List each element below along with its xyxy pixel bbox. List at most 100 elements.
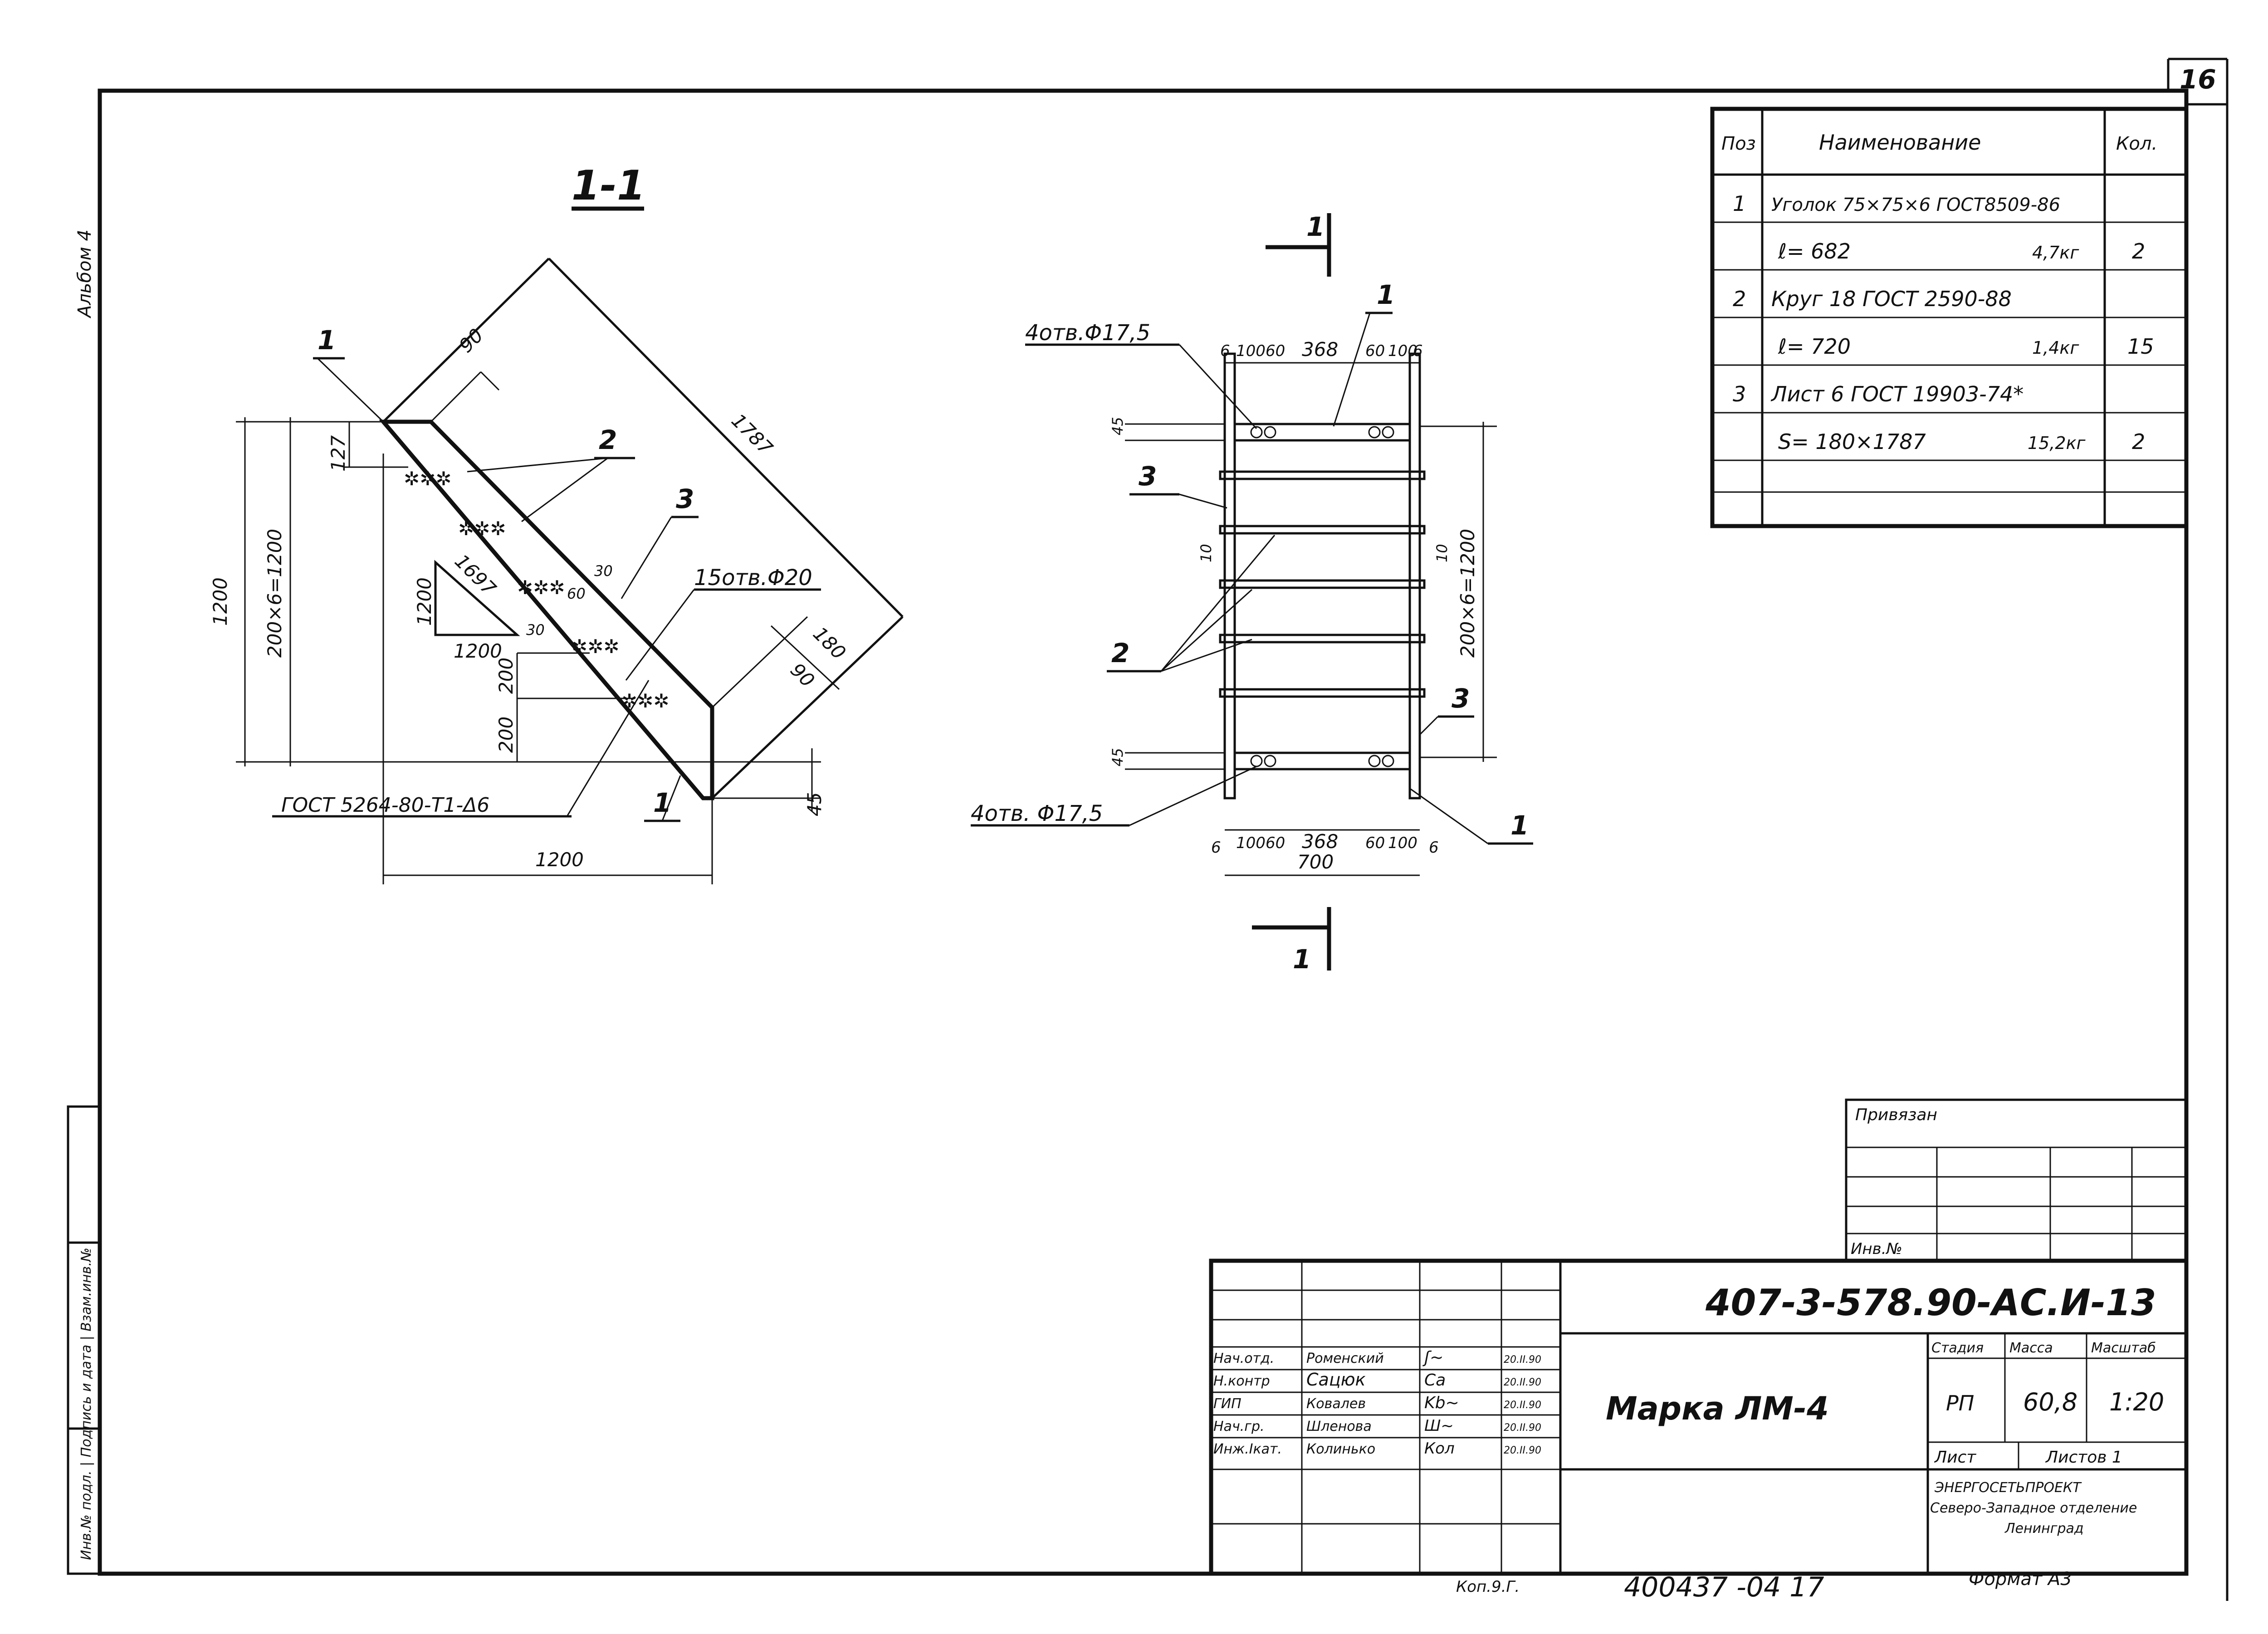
svg-text:✲✲✲: ✲✲✲ (458, 517, 506, 540)
sheet-number: 16 (2180, 64, 2216, 95)
svg-text:2: 2 (1111, 638, 1129, 668)
spec-table: Поз Наименование Кол. 1 Уголок 75×75×6 Г… (1710, 107, 2189, 528)
svg-text:400437 -04 17: 400437 -04 17 (1624, 1571, 1824, 1603)
svg-text:10: 10 (1198, 544, 1215, 562)
left-strip-text: Инв.№ подл. | Подпись и дата | Взам.инв.… (78, 1248, 94, 1560)
svg-text:200: 200 (495, 717, 517, 753)
album-label: Альбом 4 (74, 229, 95, 319)
svg-text:30: 30 (526, 621, 545, 639)
svg-text:3: 3 (1452, 683, 1470, 714)
svg-text:60: 60 (1266, 342, 1285, 360)
svg-text:1: 1 (1293, 944, 1311, 975)
footer: Коп.9.Г. 400437 -04 17 Формат А3 (1456, 1569, 2072, 1603)
svg-text:РП: РП (1946, 1391, 1974, 1415)
rungs (1219, 470, 1426, 698)
svg-text:Масштаб: Масштаб (2091, 1340, 2156, 1356)
holes-top-note: 4отв.Φ17,5 (1025, 320, 1150, 346)
svg-text:6: 6 (1220, 342, 1230, 360)
svg-text:Инж.Iкат.: Инж.Iкат. (1213, 1441, 1282, 1457)
svg-text:Коп.9.Г.: Коп.9.Г. (1456, 1578, 1520, 1596)
svg-text:3: 3 (1139, 461, 1157, 492)
svg-text:60: 60 (1266, 834, 1285, 852)
svg-text:1200: 1200 (535, 849, 584, 871)
svg-text:ℓ= 720: ℓ= 720 (1778, 334, 1851, 359)
left-stringer (1223, 352, 1236, 800)
svg-text:15,2кг: 15,2кг (2028, 433, 2086, 453)
svg-text:Северо-Западное отделение: Северо-Западное отделение (1930, 1500, 2137, 1516)
svg-text:45: 45 (803, 792, 826, 816)
svg-text:1200: 1200 (413, 577, 435, 626)
svg-text:20.II.90: 20.II.90 (1504, 1377, 1541, 1388)
svg-text:Ca: Ca (1424, 1371, 1446, 1390)
svg-text:90: 90 (786, 658, 819, 691)
pos-3: 3 (676, 483, 694, 514)
svg-text:10: 10 (1433, 544, 1451, 562)
pos-2: 2 (599, 424, 617, 455)
svg-text:20.II.90: 20.II.90 (1504, 1354, 1541, 1366)
mark-title: Марка ЛМ-4 (1606, 1390, 1829, 1427)
right-stringer (1408, 352, 1421, 800)
svg-text:Круг 18 ГОСТ 2590-88: Круг 18 ГОСТ 2590-88 (1771, 287, 2012, 311)
svg-text:Листов 1: Листов 1 (2045, 1448, 2122, 1467)
svg-text:2: 2 (2132, 429, 2145, 454)
sheet-frame: 16 (98, 58, 2229, 1601)
svg-text:1: 1 (1306, 211, 1325, 242)
svg-text:Формат А3: Формат А3 (1969, 1569, 2072, 1590)
svg-text:Уголок 75×75×6 ГОСТ8509-86: Уголок 75×75×6 ГОСТ8509-86 (1771, 195, 2060, 215)
svg-text:3: 3 (1733, 382, 1746, 406)
svg-text:1: 1 (1377, 279, 1395, 310)
svg-text:6: 6 (1211, 839, 1221, 857)
spec-header-qty: Кол. (2116, 133, 2157, 154)
svg-text:20.II.90: 20.II.90 (1504, 1445, 1541, 1456)
svg-text:Шленова: Шленова (1306, 1419, 1372, 1434)
svg-text:Кол: Кол (1424, 1439, 1455, 1458)
svg-text:1787: 1787 (727, 409, 777, 459)
section-1-1: 1-1 90 1787 ✲✲✲ ✲✲✲ ✲✲✲ ✲✲✲ ✲✲✲ 127 1200… (209, 162, 904, 884)
svg-text:1200: 1200 (454, 640, 502, 662)
svg-text:30: 30 (594, 562, 613, 580)
svg-text:Стадия: Стадия (1931, 1340, 1984, 1356)
svg-text:Масса: Масса (2009, 1340, 2053, 1356)
svg-text:2: 2 (1733, 287, 1746, 311)
svg-text:1: 1 (1510, 810, 1529, 841)
svg-text:✲✲✲: ✲✲✲ (517, 576, 565, 599)
front-view: 1 1 6 100 60 368 60 100 6 (971, 211, 1533, 975)
svg-text:ℓ= 682: ℓ= 682 (1778, 239, 1851, 263)
svg-text:45: 45 (1109, 417, 1126, 435)
svg-text:1:20: 1:20 (2109, 1388, 2164, 1416)
svg-text:ʃ~: ʃ~ (1422, 1348, 1443, 1367)
svg-text:700: 700 (1297, 851, 1334, 873)
drawing-code: 407-3-578.90-АС.И-13 (1705, 1282, 2156, 1324)
title-block: Нач.отд. Роменский ʃ~ 20.II.90 Н.контр С… (1209, 1258, 2189, 1576)
svg-text:Лист 6 ГОСТ 19903-74*: Лист 6 ГОСТ 19903-74* (1770, 382, 2024, 406)
svg-text:Нач.гр.: Нач.гр. (1213, 1419, 1265, 1434)
svg-text:Роменский: Роменский (1306, 1351, 1384, 1366)
svg-text:20.II.90: 20.II.90 (1504, 1422, 1541, 1434)
svg-text:2: 2 (2132, 239, 2145, 263)
svg-text:Лист: Лист (1934, 1448, 1976, 1467)
pos-1-bottom: 1 (653, 787, 671, 818)
svg-text:100: 100 (1388, 834, 1418, 852)
svg-text:368: 368 (1302, 830, 1338, 853)
rung-holes: ✲✲✲ ✲✲✲ ✲✲✲ ✲✲✲ ✲✲✲ (404, 468, 670, 712)
svg-text:127: 127 (327, 435, 349, 472)
svg-text:60,8: 60,8 (2023, 1388, 2077, 1416)
svg-text:60: 60 (1365, 834, 1385, 852)
svg-text:✲✲✲: ✲✲✲ (404, 468, 452, 490)
svg-text:✲✲✲: ✲✲✲ (572, 635, 620, 658)
svg-text:1697: 1697 (450, 550, 500, 600)
svg-text:100: 100 (1236, 342, 1266, 360)
section-title: 1-1 (572, 162, 645, 210)
svg-text:100: 100 (1388, 342, 1418, 360)
svg-text:200×6=1200: 200×6=1200 (264, 529, 286, 658)
svg-text:ЭНЕРГОСЕТЬПРОЕКТ: ЭНЕРГОСЕТЬПРОЕКТ (1934, 1480, 2082, 1496)
svg-text:180: 180 (809, 622, 850, 663)
privyazan-block: Привязан Инв.№ (1845, 1098, 2188, 1262)
svg-text:Инв.№: Инв.№ (1851, 1240, 1902, 1258)
svg-text:Привязан: Привязан (1855, 1106, 1937, 1124)
svg-text:6: 6 (1413, 342, 1423, 360)
svg-text:Ковалев: Ковалев (1306, 1396, 1366, 1412)
holes-note: 15отв.Φ20 (694, 565, 812, 590)
svg-text:60: 60 (567, 585, 586, 602)
svg-text:Нач.отд.: Нач.отд. (1213, 1351, 1274, 1366)
